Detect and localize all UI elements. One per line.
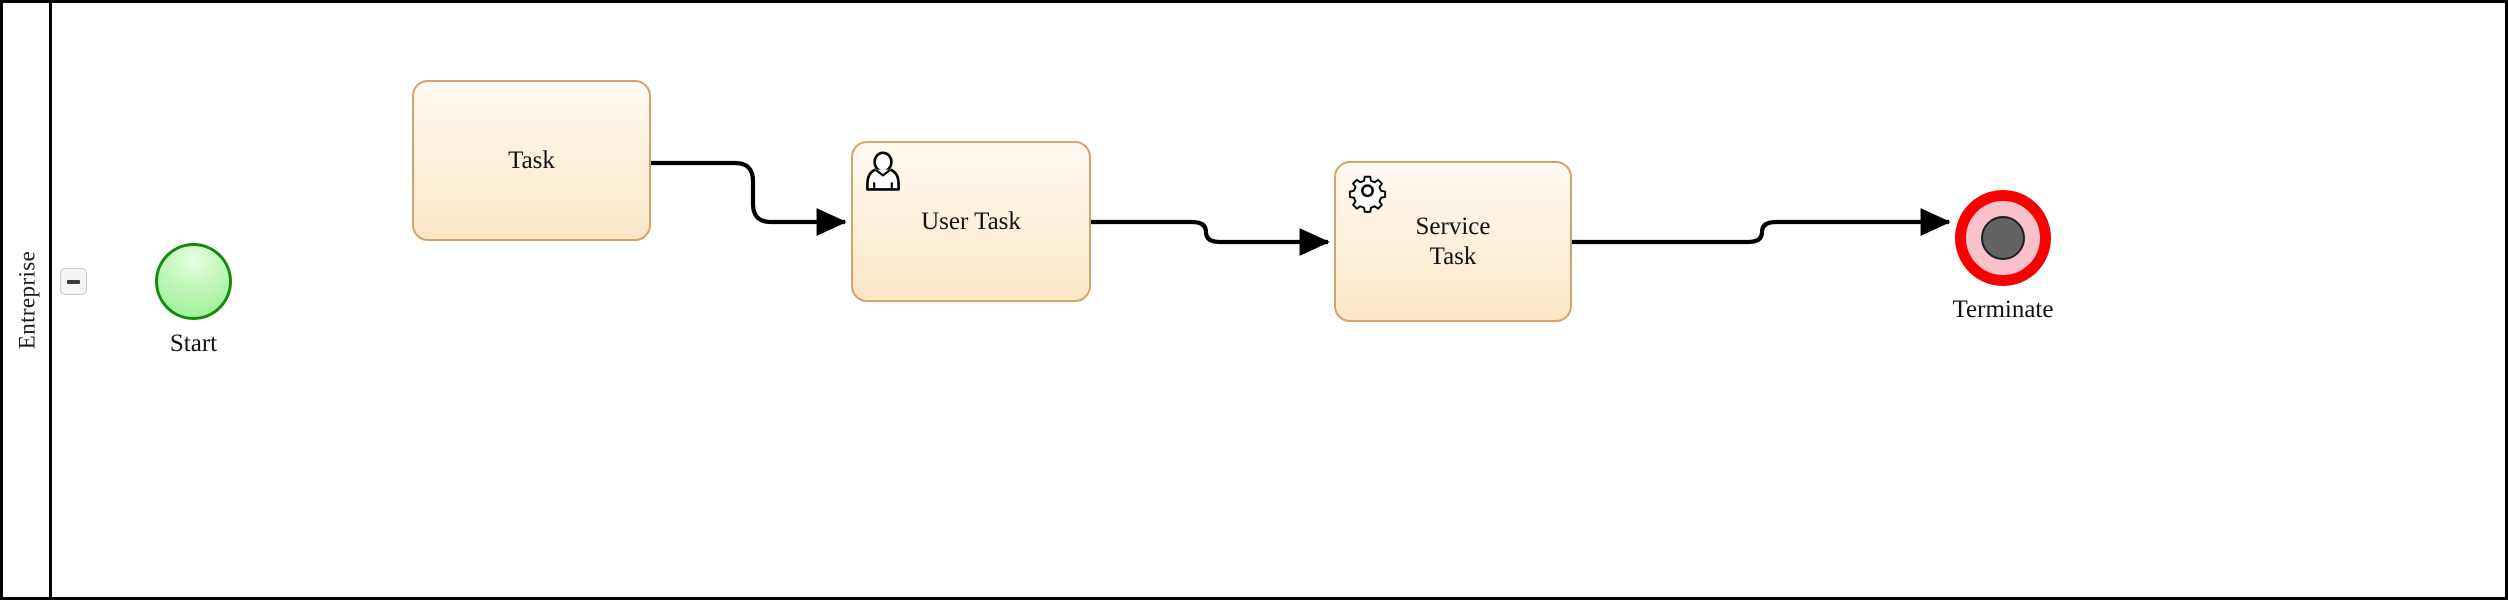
service-task-node-label: Service Task (1406, 212, 1501, 271)
terminate-marker-icon (1981, 216, 2025, 260)
start-event[interactable] (155, 243, 232, 320)
lane-title: Entreprise (3, 3, 52, 597)
service-task-node[interactable]: Service Task (1334, 161, 1572, 322)
lane-title-text: Entreprise (14, 250, 40, 350)
collapse-lane-button[interactable] (60, 268, 87, 295)
terminate-end-event-label: Terminate (1952, 296, 2054, 323)
terminate-end-event[interactable] (1955, 190, 2051, 286)
task-node[interactable]: Task (412, 80, 651, 241)
user-task-node[interactable]: User Task (851, 141, 1091, 302)
task-node-label: Task (508, 146, 555, 174)
user-task-node-label: User Task (921, 207, 1021, 235)
user-icon (866, 151, 900, 191)
gear-icon (1348, 175, 1387, 213)
minus-icon (67, 279, 80, 284)
service-task-label-line1: Service (1415, 213, 1491, 240)
start-event-label: Start (169, 330, 218, 357)
service-task-label-line2: Task (1429, 242, 1477, 270)
lane-header: Entreprise (3, 3, 52, 597)
